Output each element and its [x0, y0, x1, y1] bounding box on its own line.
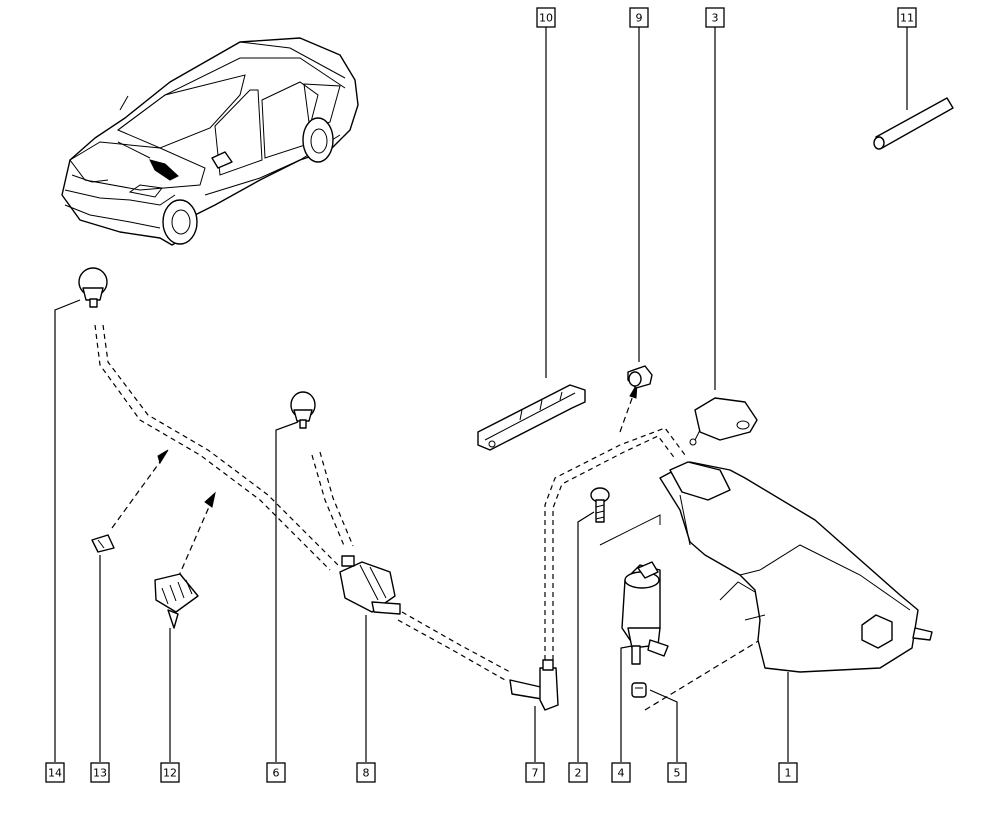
- hose-lines: [94, 324, 686, 681]
- callout-text-14: 14: [48, 767, 62, 780]
- callout-5: 5: [667, 762, 687, 783]
- washer-nozzle-right: [290, 391, 316, 429]
- reservoir-cap: [689, 397, 758, 446]
- hose-clip-block: [154, 573, 199, 629]
- callout-6: 6: [266, 762, 286, 783]
- callout-text-4: 4: [618, 767, 625, 780]
- t-connector: [339, 555, 401, 615]
- callout-text-9: 9: [636, 12, 643, 25]
- callout-text-13: 13: [93, 767, 107, 780]
- car-illustration: [61, 37, 359, 246]
- callout-text-12: 12: [163, 767, 177, 780]
- callout-text-2: 2: [575, 767, 582, 780]
- filler-tube: [873, 97, 954, 150]
- grommet: [627, 365, 653, 389]
- callout-text-8: 8: [363, 767, 370, 780]
- callout-1: 1: [778, 762, 798, 783]
- leader-lines: [54, 27, 908, 762]
- callout-9: 9: [629, 7, 649, 28]
- callout-text-5: 5: [674, 767, 681, 780]
- callout-text-11: 11: [900, 12, 914, 25]
- washer-pump: [621, 561, 669, 665]
- callout-10: 10: [536, 7, 556, 28]
- elbow-connector: [509, 659, 559, 711]
- hose-clip-small: [91, 534, 115, 553]
- callout-7: 7: [525, 762, 545, 783]
- hose-bracket: [477, 384, 586, 451]
- callout-labels: 10 9 3 11 14 13 12 6: [45, 7, 917, 783]
- callout-3: 3: [705, 7, 725, 28]
- washer-nozzle-left: [78, 267, 108, 308]
- callout-4: 4: [611, 762, 631, 783]
- callout-text-1: 1: [785, 767, 792, 780]
- callout-8: 8: [356, 762, 376, 783]
- washer-reservoir: [659, 461, 933, 673]
- callout-text-6: 6: [273, 767, 280, 780]
- callout-text-7: 7: [532, 767, 539, 780]
- mounting-bolt: [590, 487, 610, 523]
- pump-seal: [631, 682, 647, 698]
- callout-13: 13: [90, 762, 110, 783]
- callout-12: 12: [160, 762, 180, 783]
- callout-11: 11: [897, 7, 917, 28]
- callout-text-3: 3: [712, 12, 719, 25]
- callout-2: 2: [568, 762, 588, 783]
- callout-text-10: 10: [539, 12, 553, 25]
- callout-14: 14: [45, 762, 65, 783]
- pointer-arrows: [111, 383, 761, 711]
